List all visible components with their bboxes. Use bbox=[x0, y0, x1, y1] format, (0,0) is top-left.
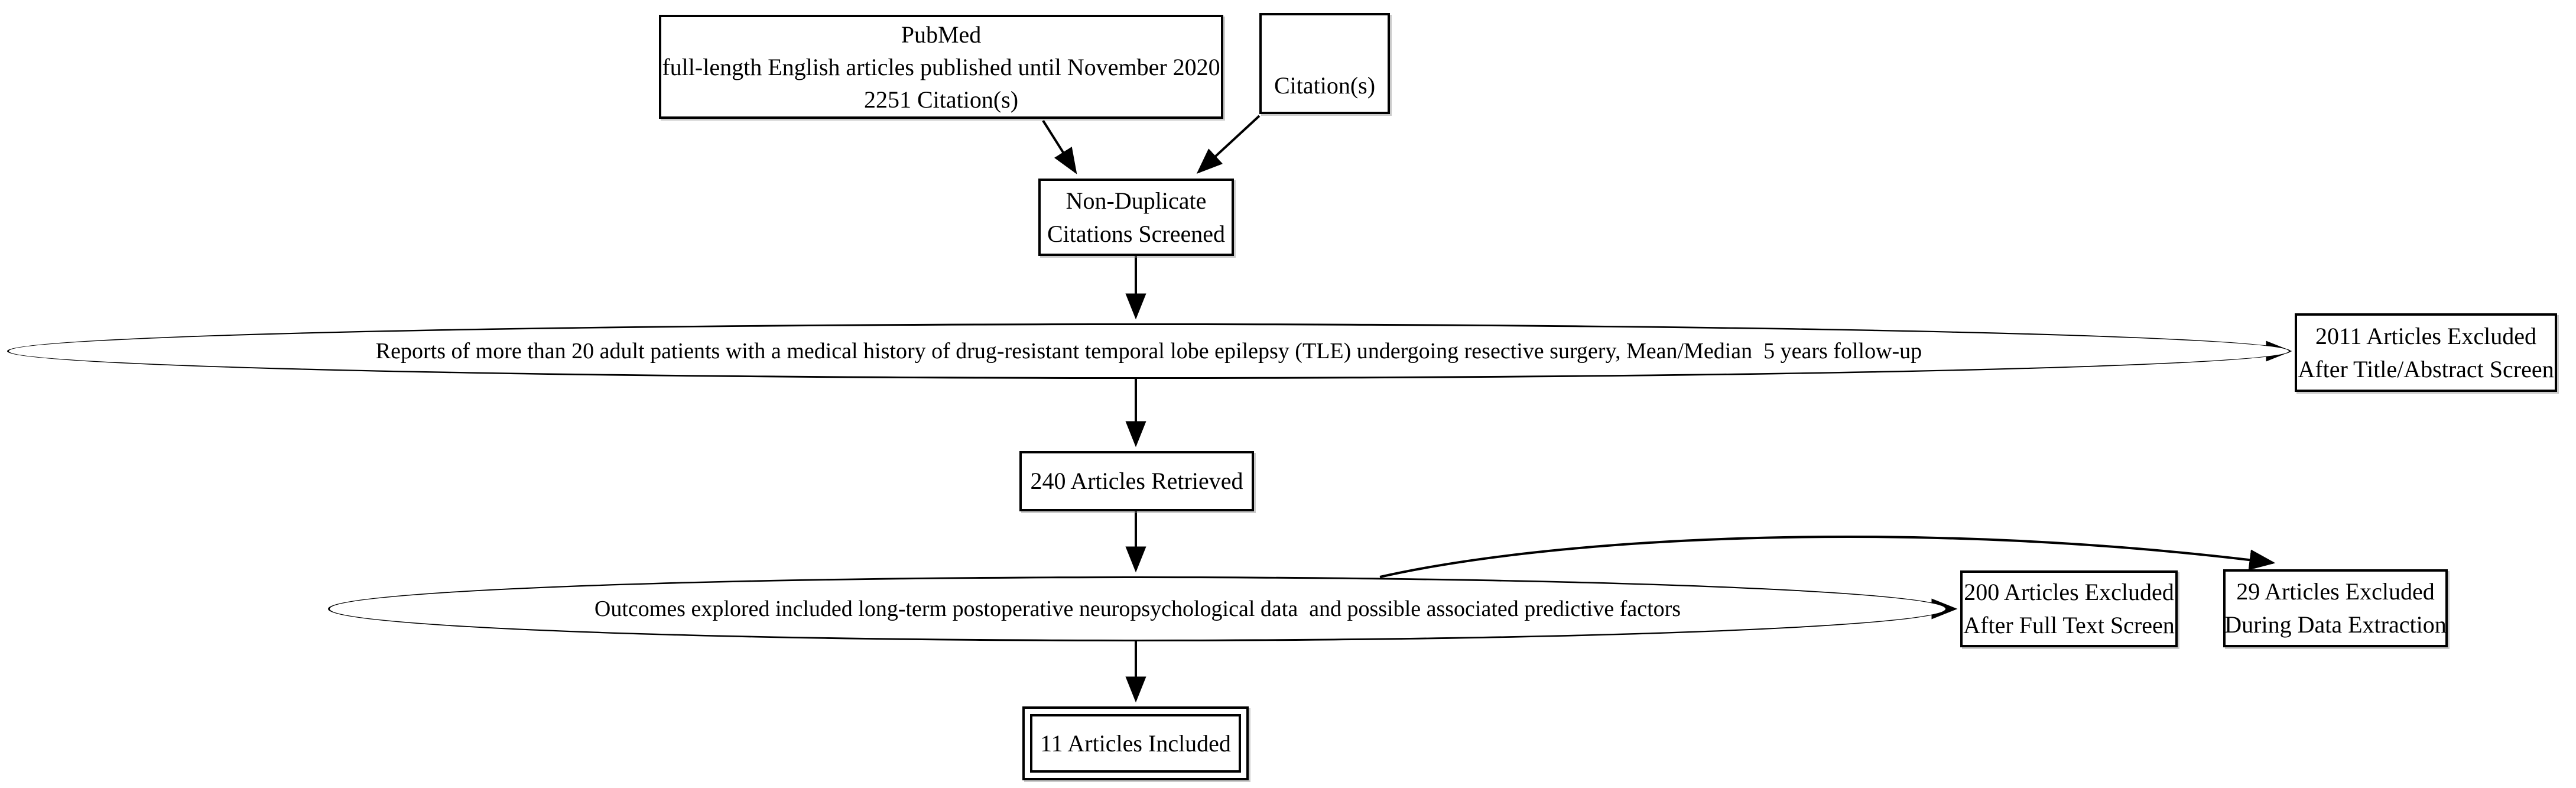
arrow-pubmed-to-screened bbox=[1042, 119, 1077, 174]
pubmed-source-box: PubMed full-length English articles publ… bbox=[659, 15, 1223, 119]
excluded-title-abstract-box: 2011 Articles Excluded After Title/Abstr… bbox=[2295, 313, 2557, 392]
excluded-fulltext-line-2: After Full Text Screen bbox=[1963, 612, 2175, 638]
excluded-title-line-2: After Title/Abstract Screen bbox=[2298, 355, 2554, 382]
excluded-extraction-line-1: 29 Articles Excluded bbox=[2236, 578, 2435, 605]
articles-retrieved-box: 240 Articles Retrieved bbox=[1019, 451, 1254, 511]
included-label: 11 Articles Included bbox=[1040, 730, 1231, 757]
excluded-fulltext-line-1: 200 Articles Excluded bbox=[1964, 579, 2174, 605]
inclusion-criteria-ellipse: Reports of more than 20 adult patients w… bbox=[7, 323, 2291, 379]
citations-label: Citation(s) bbox=[1274, 72, 1376, 99]
pubmed-line-3: 2251 Citation(s) bbox=[863, 86, 1019, 113]
excluded-extraction-line-2: During Data Extraction bbox=[2224, 611, 2447, 638]
outcomes-criteria-ellipse: Outcomes explored included long-term pos… bbox=[328, 576, 1947, 641]
screened-line-1: Non-Duplicate bbox=[1066, 187, 1207, 214]
retrieved-label: 240 Articles Retrieved bbox=[1030, 468, 1243, 494]
pubmed-line-2: full-length English articles published u… bbox=[662, 53, 1220, 80]
arrow-citations-to-screened bbox=[1196, 115, 1261, 174]
citations-source-box: Citation(s) bbox=[1259, 13, 1390, 114]
articles-included-box: 11 Articles Included bbox=[1022, 706, 1249, 780]
articles-included-inner-border: 11 Articles Included bbox=[1030, 714, 1241, 773]
pubmed-line-1: PubMed bbox=[901, 21, 982, 48]
excluded-data-extraction-box: 29 Articles Excluded During Data Extract… bbox=[2223, 569, 2448, 647]
inclusion-criteria-label: Reports of more than 20 adult patients w… bbox=[375, 339, 1922, 364]
non-duplicate-screened-box: Non-Duplicate Citations Screened bbox=[1038, 179, 1234, 256]
arrow-outcomes-to-excluded-extraction bbox=[1379, 536, 2276, 578]
excluded-full-text-box: 200 Articles Excluded After Full Text Sc… bbox=[1960, 570, 2178, 647]
screened-line-2: Citations Screened bbox=[1047, 220, 1226, 247]
outcomes-criteria-label: Outcomes explored included long-term pos… bbox=[594, 596, 1681, 621]
excluded-title-line-1: 2011 Articles Excluded bbox=[2315, 322, 2536, 349]
